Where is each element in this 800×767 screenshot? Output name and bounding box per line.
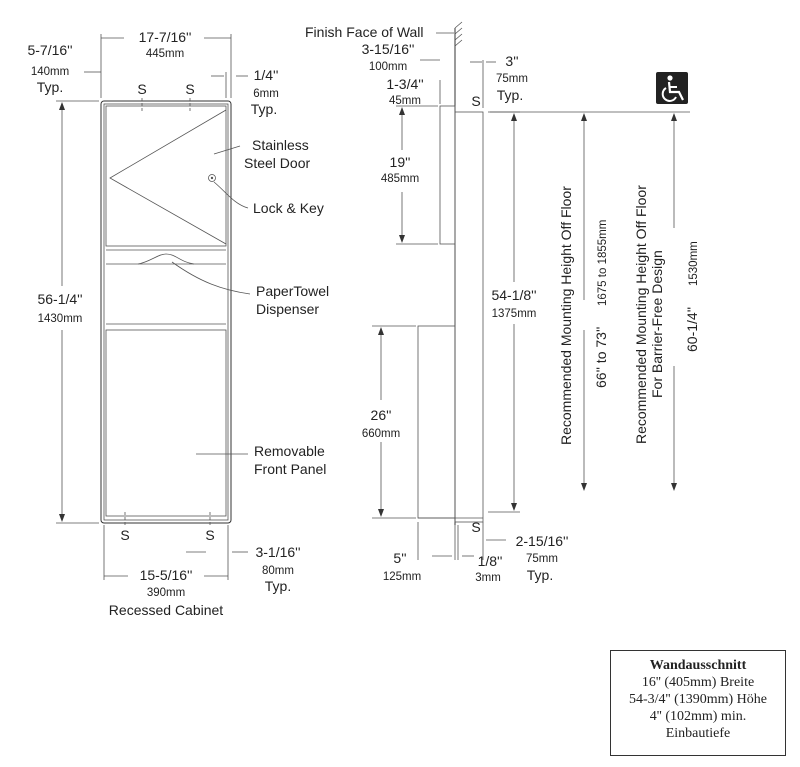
bottom-mm: 125mm xyxy=(383,571,421,583)
depth-mm: 100mm xyxy=(369,61,407,73)
br-typ: Typ. xyxy=(527,567,553,583)
screw-label: S xyxy=(185,81,194,97)
height-in: 56-1/4'' xyxy=(37,291,82,307)
bf-value-mm: 1530mm xyxy=(688,241,700,286)
top-width-in: 17-7/16'' xyxy=(139,29,192,45)
recessed-box xyxy=(454,111,484,523)
door-callout-line2: Steel Door xyxy=(244,155,310,171)
cabinet-flange xyxy=(100,100,232,524)
lower-in: 26'' xyxy=(371,407,392,423)
door-callout-line1: Stainless xyxy=(252,137,309,153)
right-typ: Typ. xyxy=(497,87,523,103)
total-in: 54-1/8'' xyxy=(491,287,536,303)
door-h-in: 19'' xyxy=(390,154,411,170)
panel-profile xyxy=(417,325,456,519)
bottom-right-in: 3-1/16'' xyxy=(255,544,300,560)
door-profile xyxy=(439,105,456,245)
door-h-mm: 485mm xyxy=(381,173,419,185)
screw-label: S xyxy=(205,527,214,543)
bottom-width-in: 15-5/16'' xyxy=(140,567,193,583)
towel-callout-line2: Dispenser xyxy=(256,301,319,317)
right-mm: 75mm xyxy=(496,73,528,85)
front-view: 17-7/16'' 445mm 5-7/16'' 140mm Typ. 1/4'… xyxy=(27,29,300,618)
rec-value-in: 66'' to 73'' xyxy=(593,327,609,388)
total-mm: 1375mm xyxy=(492,308,537,320)
wheelchair-icon xyxy=(656,72,688,104)
door-chevron xyxy=(109,109,227,245)
wall-box-line3: 4'' (102mm) min. xyxy=(649,709,747,724)
wall-box-line4: Einbautiefe xyxy=(665,726,731,741)
top-width-mm: 445mm xyxy=(146,48,184,60)
stainless-door xyxy=(105,105,227,247)
top-mm: 45mm xyxy=(389,95,421,107)
bf-label-line2: For Barrier-Free Design xyxy=(649,250,665,398)
panel-callout-line2: Front Panel xyxy=(254,461,326,477)
towel-callout-line1: PaperTowel xyxy=(256,283,329,299)
flange-mm: 6mm xyxy=(253,88,279,100)
lock-callout: Lock & Key xyxy=(253,200,324,216)
br-mm: 75mm xyxy=(526,553,558,565)
mounting-heights: Recommended Mounting Height Off Floor 66… xyxy=(490,72,700,491)
bottom-in: 5'' xyxy=(393,550,406,566)
bottom-width-mm: 390mm xyxy=(147,587,185,599)
recessed-cabinet-caption: Recessed Cabinet xyxy=(109,602,224,618)
bf-label-line1: Recommended Mounting Height Off Floor xyxy=(633,185,649,444)
wall-box-title: Wandausschnitt xyxy=(649,658,747,673)
rec-value-mm: 1675 to 1855mm xyxy=(597,220,609,306)
rec-label: Recommended Mounting Height Off Floor xyxy=(558,186,574,445)
bottom-right-typ: Typ. xyxy=(265,578,291,594)
wall-box-line1: 16'' (405mm) Breite xyxy=(641,675,755,690)
cabinet-body xyxy=(103,103,229,521)
gap-in: 1/8'' xyxy=(478,553,503,569)
side-in: 5-7/16'' xyxy=(27,42,72,58)
screw-label: S xyxy=(471,93,480,109)
lower-mm: 660mm xyxy=(362,428,400,440)
screw-label: S xyxy=(471,519,480,535)
removable-front-panel xyxy=(105,329,227,517)
br-in: 2-15/16'' xyxy=(516,533,569,549)
screw-label: S xyxy=(120,527,129,543)
bf-value-in: 60-1/4'' xyxy=(684,307,700,352)
wall-box-line2: 54-3/4'' (1390mm) Höhe xyxy=(628,692,768,707)
bottom-right-mm: 80mm xyxy=(262,565,294,577)
flange-in: 1/4'' xyxy=(254,67,279,83)
screw-label: S xyxy=(137,81,146,97)
top-in: 1-3/4'' xyxy=(386,76,423,92)
side-view: Finish Face of Wall 3-15/16'' 100mm 3'' … xyxy=(305,21,569,584)
side-typ: Typ. xyxy=(37,79,63,95)
height-mm: 1430mm xyxy=(38,313,83,325)
towel-slot xyxy=(137,253,195,265)
side-mm: 140mm xyxy=(31,66,69,78)
wall-cutout-box: Wandausschnitt 16'' (405mm) Breite 54-3/… xyxy=(610,650,786,756)
panel-callout-line1: Removable xyxy=(254,443,325,459)
lock-icon xyxy=(208,174,216,182)
callouts: Stainless Steel Door Lock & Key PaperTow… xyxy=(171,137,329,477)
wall-label: Finish Face of Wall xyxy=(305,24,424,40)
gap-mm: 3mm xyxy=(475,572,501,584)
right-in: 3'' xyxy=(505,53,518,69)
flange-typ: Typ. xyxy=(251,101,277,117)
depth-in: 3-15/16'' xyxy=(362,41,415,57)
